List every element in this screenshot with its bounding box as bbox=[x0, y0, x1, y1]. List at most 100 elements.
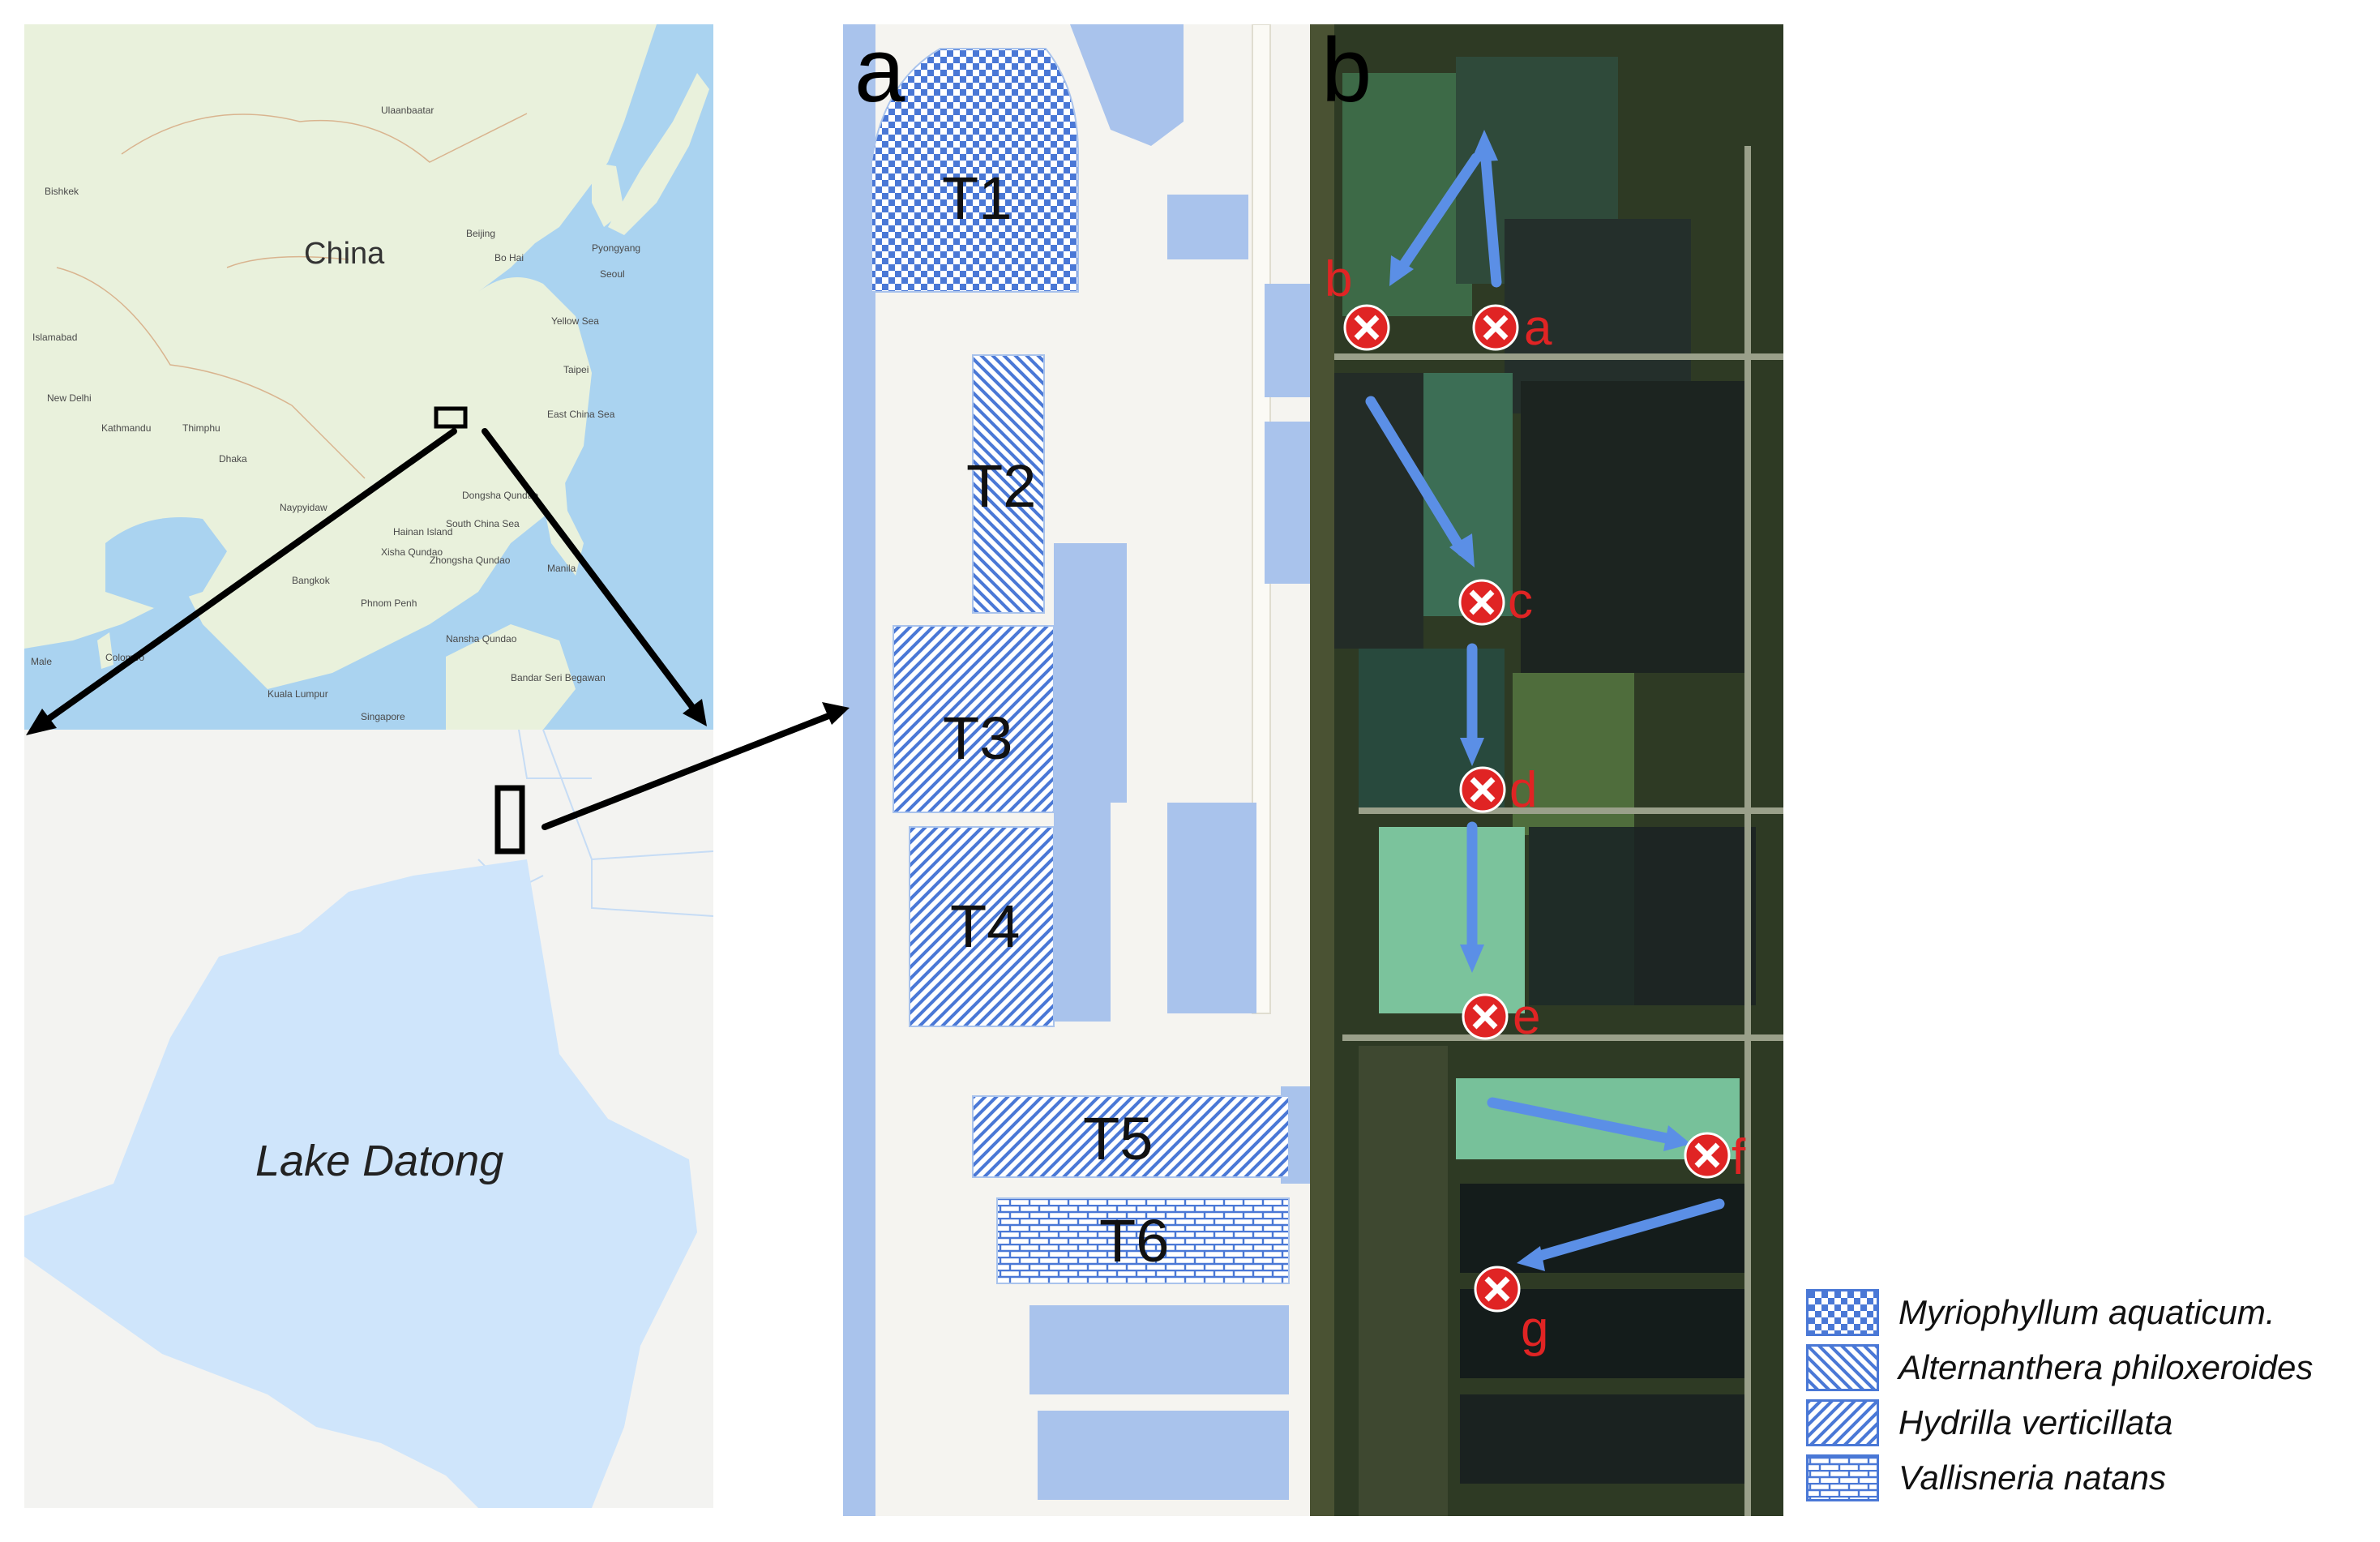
ponds bbox=[1029, 24, 1310, 1500]
place-label: Manila bbox=[547, 563, 576, 574]
site-marker-e[interactable]: e bbox=[1462, 989, 1540, 1045]
river bbox=[843, 24, 875, 1516]
place-label: Male bbox=[31, 656, 52, 667]
treatment-cell-t5 bbox=[972, 1095, 1290, 1178]
hainan bbox=[357, 490, 385, 515]
place-label: Bangkok bbox=[292, 575, 331, 586]
treatment-label: T3 bbox=[943, 705, 1012, 772]
sea bbox=[24, 24, 713, 730]
place-label: New Delhi bbox=[47, 392, 92, 404]
place-label: Nansha Qundao bbox=[446, 633, 517, 645]
legend-label: Vallisneria natans bbox=[1898, 1458, 2166, 1497]
place-label: Pyongyang bbox=[592, 242, 640, 254]
bay-of-bengal bbox=[105, 517, 227, 608]
study-area-box bbox=[434, 406, 468, 429]
place-label: Kathmandu bbox=[101, 422, 151, 434]
treatment-label: T5 bbox=[1083, 1105, 1153, 1172]
site-label: a bbox=[1524, 300, 1552, 356]
legend-label: Myriophyllum aquaticum. bbox=[1898, 1293, 2275, 1331]
country-borders bbox=[56, 113, 528, 479]
lake-datong bbox=[24, 859, 697, 1508]
satellite-map-svg: a b c d e bbox=[1310, 24, 1783, 1516]
treatment-label: T1 bbox=[942, 165, 1012, 232]
panel-letter-a: a bbox=[854, 24, 905, 121]
legend-label: Alternanthera philoxeroides bbox=[1898, 1348, 2314, 1386]
place-label: Taipei bbox=[563, 364, 589, 375]
site-marker-g[interactable]: g bbox=[1474, 1266, 1548, 1357]
place-label: Ulaanbaatar bbox=[381, 105, 434, 116]
legend-label: Hydrilla verticillata bbox=[1898, 1403, 2173, 1441]
site-label: f bbox=[1731, 1129, 1746, 1185]
treatment-label: T6 bbox=[1099, 1207, 1169, 1274]
flow-arrow bbox=[1365, 396, 1468, 557]
legend-swatch-checker bbox=[1806, 1289, 1879, 1336]
place-label: Bo Hai bbox=[494, 252, 524, 263]
place-label: Colombo bbox=[105, 652, 144, 663]
study-site-box bbox=[494, 785, 525, 855]
site-label: b bbox=[1325, 251, 1352, 307]
place-label: Phnom Penh bbox=[361, 598, 417, 609]
place-label: Beijing bbox=[466, 228, 495, 239]
place-label: Islamabad bbox=[32, 332, 77, 343]
site-label: d bbox=[1509, 762, 1537, 818]
place-label: East China Sea bbox=[547, 409, 615, 420]
flow-arrow bbox=[1479, 144, 1502, 288]
country-label: China bbox=[304, 237, 385, 271]
place-label: Seoul bbox=[600, 268, 625, 280]
flow-arrows bbox=[1365, 144, 1725, 1262]
place-label: Bandar Seri Begawan bbox=[511, 672, 606, 683]
flow-arrow bbox=[1487, 1097, 1676, 1145]
overview-map-svg: China Ulaanbaatar Bishkek Beijing Bo Hai… bbox=[24, 24, 713, 730]
site-marker-a[interactable]: a bbox=[1472, 300, 1552, 356]
place-label: Dongsha Qundao bbox=[462, 490, 538, 501]
treatment-cell-t3 bbox=[892, 625, 1055, 813]
place-label: Yellow Sea bbox=[551, 315, 599, 327]
place-label: Thimphu bbox=[182, 422, 220, 434]
overview-map[interactable]: China Ulaanbaatar Bishkek Beijing Bo Hai… bbox=[24, 24, 713, 730]
place-label: South China Sea bbox=[446, 518, 520, 529]
place-label: Kuala Lumpur bbox=[268, 688, 328, 700]
sampling-sites: a b c d e bbox=[1325, 251, 1746, 1357]
site-label: g bbox=[1521, 1301, 1548, 1357]
treatment-cell-t4 bbox=[909, 826, 1055, 1027]
legend: Myriophyllum aquaticum. Alternanthera ph… bbox=[1806, 1285, 2374, 1506]
site-marker-f[interactable]: f bbox=[1684, 1129, 1746, 1185]
legend-item: Hydrilla verticillata bbox=[1806, 1395, 2374, 1450]
taiwan bbox=[543, 349, 561, 397]
place-label: Hainan Island bbox=[393, 526, 452, 538]
roads bbox=[1334, 146, 1783, 1516]
site-label: e bbox=[1513, 989, 1540, 1045]
legend-swatch-brick bbox=[1806, 1454, 1879, 1501]
site-marker-c[interactable]: c bbox=[1458, 573, 1533, 629]
place-label: Singapore bbox=[361, 711, 405, 722]
legend-item: Myriophyllum aquaticum. bbox=[1806, 1285, 2374, 1340]
satellite-map[interactable]: a b c d e bbox=[1310, 24, 1783, 1516]
treatment-layout-svg: T1 T2 T3 T4 T5 T6 a bbox=[843, 24, 1310, 1516]
site-label: c bbox=[1508, 573, 1533, 629]
place-label: Naypyidaw bbox=[280, 502, 327, 513]
site-marker-b[interactable]: b bbox=[1325, 251, 1390, 351]
canal bbox=[1310, 24, 1334, 1516]
legend-item: Alternanthera philoxeroides bbox=[1806, 1340, 2374, 1395]
treatment-cell-t6 bbox=[996, 1197, 1290, 1284]
flow-arrow bbox=[1393, 152, 1482, 277]
place-label: Bishkek bbox=[45, 186, 79, 197]
legend-item: Vallisneria natans bbox=[1806, 1450, 2374, 1506]
treatment-label: T4 bbox=[950, 893, 1020, 960]
treatment-cell-t2 bbox=[972, 354, 1045, 614]
japan bbox=[608, 73, 709, 235]
panel-letter-b: b bbox=[1321, 24, 1372, 121]
site-marker-d[interactable]: d bbox=[1459, 762, 1537, 818]
lake-label: Lake Datong bbox=[255, 1137, 503, 1185]
legend-swatch-diag-back bbox=[1806, 1344, 1879, 1391]
lake-map-svg: Lake Datong bbox=[24, 730, 713, 1508]
treatment-label: T2 bbox=[966, 452, 1036, 520]
place-label: Dhaka bbox=[219, 453, 247, 465]
place-label: Zhongsha Qundao bbox=[430, 555, 511, 566]
treatment-layout-map[interactable]: T1 T2 T3 T4 T5 T6 a bbox=[843, 24, 1310, 1516]
lake-map[interactable]: Lake Datong bbox=[24, 730, 713, 1508]
korea bbox=[592, 162, 624, 227]
legend-swatch-diag-fwd bbox=[1806, 1399, 1879, 1446]
treatment-cell-t1 bbox=[871, 48, 1079, 293]
flow-arrow bbox=[1531, 1198, 1725, 1262]
